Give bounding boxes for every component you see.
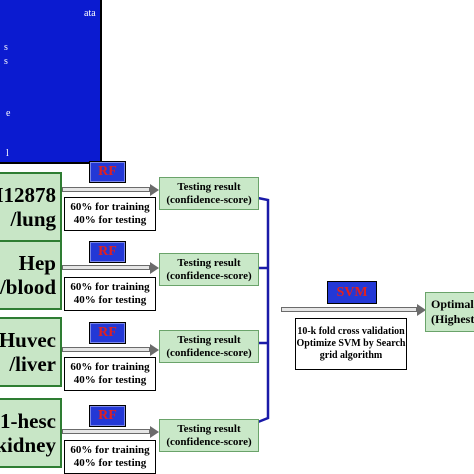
svm-arrow-head	[417, 304, 426, 316]
testing-result-box: Testing result (confidence-score)	[159, 177, 259, 210]
cell-line-name: M12878	[0, 183, 56, 207]
optimal-line-1: Optimal	[431, 297, 474, 311]
arrow-shaft	[62, 187, 150, 192]
arrow-head	[150, 344, 159, 356]
testing-result-subtitle: (confidence-score)	[166, 193, 252, 206]
cell-line-box-gm12878: M12878 /lung	[0, 172, 62, 242]
cell-line-tissue: /liver	[9, 352, 56, 376]
optimal-output-box: Optimal (Highest	[425, 292, 474, 332]
split-box: 60% for training 40% for testing	[64, 197, 156, 231]
arrow-shaft	[62, 265, 150, 270]
rf-label: RF	[89, 161, 126, 183]
split-training: 60% for training	[70, 361, 150, 373]
rf-label: RF	[89, 241, 126, 263]
testing-result-subtitle: (confidence-score)	[166, 269, 252, 282]
cell-line-name: 1-hesc	[0, 409, 56, 433]
arrow-head	[150, 426, 159, 438]
testing-result-box: Testing result (confidence-score)	[159, 253, 259, 286]
data-panel: ata s s e l	[0, 0, 102, 164]
testing-result-subtitle: (confidence-score)	[166, 346, 252, 359]
testing-result-title: Testing result	[177, 422, 241, 435]
arrow-shaft	[62, 347, 150, 352]
testing-result-box: Testing result (confidence-score)	[159, 330, 259, 363]
split-testing: 40% for testing	[73, 294, 147, 306]
split-training: 60% for training	[70, 201, 150, 213]
testing-result-title: Testing result	[177, 256, 241, 269]
testing-result-subtitle: (confidence-score)	[166, 435, 252, 448]
cell-line-box-h1-hesc: 1-hesc kidney	[0, 398, 62, 468]
split-box: 60% for training 40% for testing	[64, 357, 156, 391]
panel-text-fragment: s	[4, 56, 8, 67]
svm-line-1: 10-k fold cross validation	[297, 326, 405, 337]
split-testing: 40% for testing	[73, 374, 147, 386]
testing-result-title: Testing result	[177, 180, 241, 193]
cell-line-tissue: kidney	[0, 433, 56, 457]
split-testing: 40% for testing	[73, 457, 147, 469]
testing-result-title: Testing result	[177, 333, 241, 346]
cell-line-name: Hep	[18, 251, 56, 275]
optimal-line-2: (Highest	[431, 312, 474, 326]
split-box: 60% for training 40% for testing	[64, 277, 156, 311]
arrow-head	[150, 184, 159, 196]
bracket-line	[257, 196, 270, 424]
cell-line-tissue: /blood	[0, 275, 56, 299]
cell-line-tissue: /lung	[10, 207, 56, 231]
split-training: 60% for training	[70, 281, 150, 293]
svm-line-3: grid algorithm	[319, 350, 383, 361]
split-box: 60% for training 40% for testing	[64, 440, 156, 474]
panel-text-fragment: s	[4, 42, 8, 53]
svm-line-2: Optimize SVM by Search	[296, 338, 406, 349]
split-training: 60% for training	[70, 444, 150, 456]
panel-text-fragment: ata	[84, 8, 96, 19]
cell-line-box-huvec: Huvec /liver	[0, 317, 62, 387]
panel-text-fragment: l	[6, 148, 9, 159]
split-testing: 40% for testing	[73, 214, 147, 226]
svm-label: SVM	[327, 281, 377, 304]
arrow-shaft	[62, 429, 150, 434]
testing-result-box: Testing result (confidence-score)	[159, 419, 259, 452]
panel-text-fragment: e	[6, 108, 11, 119]
rf-label: RF	[89, 322, 126, 344]
arrow-head	[150, 262, 159, 274]
svm-description-box: 10-k fold cross validation Optimize SVM …	[295, 318, 407, 370]
cell-line-name: Huvec	[0, 328, 56, 352]
rf-label: RF	[89, 405, 126, 427]
cell-line-box-hep: Hep /blood	[0, 240, 62, 310]
svm-arrow-shaft	[281, 307, 417, 312]
